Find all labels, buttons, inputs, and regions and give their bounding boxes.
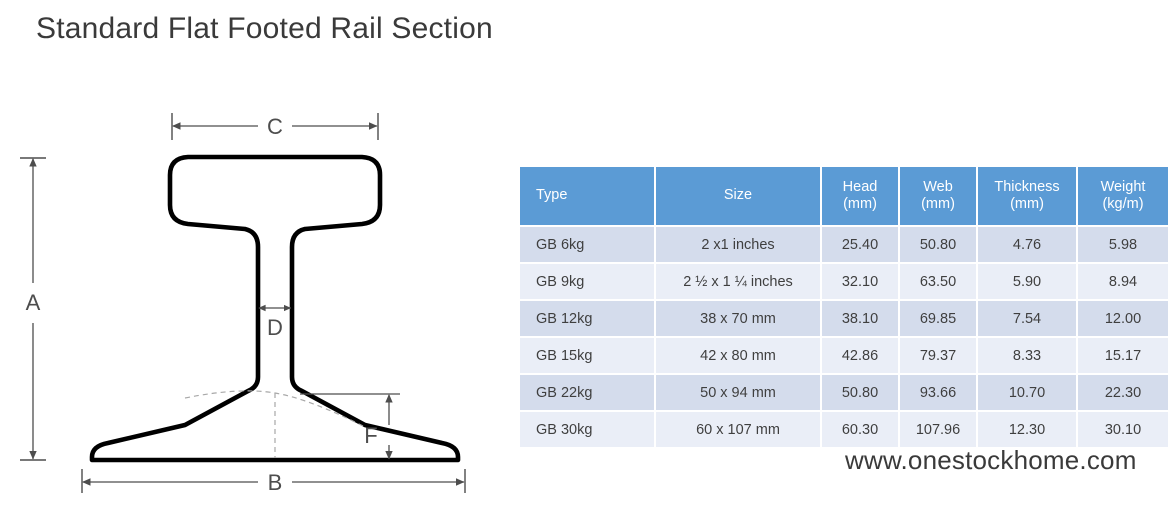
cell-web: 50.80 <box>900 227 976 262</box>
cell-weight: 22.30 <box>1078 375 1168 410</box>
column-header-weight-line2: (kg/m) <box>1102 196 1144 212</box>
cell-size: 50 x 94 mm <box>656 375 820 410</box>
cell-thickness: 7.54 <box>978 301 1076 336</box>
table-row: GB 15kg 42 x 80 mm 42.86 79.37 8.33 15.1… <box>520 338 1168 373</box>
cell-weight: 5.98 <box>1078 227 1168 262</box>
rail-cross-section-drawing: A B C D F <box>20 113 466 495</box>
column-header-thickness-line2: (mm) <box>1010 196 1044 212</box>
cell-type: GB 12kg <box>520 301 654 336</box>
column-header-web-line1: Web <box>923 178 953 195</box>
table-header-row: Type Size Head (mm) Web (mm) Thickness (… <box>520 167 1168 225</box>
rail-section-diagram: A B C D F <box>0 95 500 518</box>
cell-size: 60 x 107 mm <box>656 412 820 447</box>
dimension-a: A <box>20 157 46 461</box>
website-url: www.onestockhome.com <box>845 445 1137 475</box>
cell-web: 63.50 <box>900 264 976 299</box>
cell-type: GB 6kg <box>520 227 654 262</box>
cell-weight: 30.10 <box>1078 412 1168 447</box>
cell-type: GB 15kg <box>520 338 654 373</box>
cell-size: 42 x 80 mm <box>656 338 820 373</box>
cell-web: 107.96 <box>900 412 976 447</box>
table-row: GB 6kg 2 x1 inches 25.40 50.80 4.76 5.98 <box>520 227 1168 262</box>
dimension-d-label: D <box>267 315 283 340</box>
dimension-a-label: A <box>26 290 41 315</box>
cell-head: 25.40 <box>822 227 898 262</box>
cell-weight: 15.17 <box>1078 338 1168 373</box>
column-header-thickness-line1: Thickness <box>994 178 1060 195</box>
dimension-b: B <box>81 469 466 495</box>
column-header-web-line2: (mm) <box>921 196 955 212</box>
cell-type: GB 9kg <box>520 264 654 299</box>
table-row: GB 30kg 60 x 107 mm 60.30 107.96 12.30 3… <box>520 412 1168 447</box>
dimension-b-label: B <box>268 470 283 495</box>
dimension-c-label: C <box>267 114 283 139</box>
cell-web: 93.66 <box>900 375 976 410</box>
cell-web: 69.85 <box>900 301 976 336</box>
cell-head: 50.80 <box>822 375 898 410</box>
table-row: GB 12kg 38 x 70 mm 38.10 69.85 7.54 12.0… <box>520 301 1168 336</box>
cell-weight: 12.00 <box>1078 301 1168 336</box>
rail-specification-table: Type Size Head (mm) Web (mm) Thickness (… <box>518 165 1168 449</box>
cell-head: 38.10 <box>822 301 898 336</box>
column-header-weight-line1: Weight <box>1100 178 1146 195</box>
cell-type: GB 22kg <box>520 375 654 410</box>
cell-size: 2 x1 inches <box>656 227 820 262</box>
column-header-size: Size <box>656 167 820 225</box>
dimension-f: F <box>300 393 400 460</box>
cell-size: 2 ½ x 1 ¼ inches <box>656 264 820 299</box>
column-header-head: Head (mm) <box>822 167 898 225</box>
column-header-head-line1: Head <box>842 178 878 195</box>
dimension-f-label: F <box>364 423 377 448</box>
cell-thickness: 10.70 <box>978 375 1076 410</box>
dimension-d: D <box>258 304 292 340</box>
cell-head: 60.30 <box>822 412 898 447</box>
column-header-head-line2: (mm) <box>843 196 877 212</box>
column-header-web: Web (mm) <box>900 167 976 225</box>
cell-size: 38 x 70 mm <box>656 301 820 336</box>
cell-thickness: 4.76 <box>978 227 1076 262</box>
spec-table: Type Size Head (mm) Web (mm) Thickness (… <box>518 165 1170 449</box>
table-row: GB 9kg 2 ½ x 1 ¼ inches 32.10 63.50 5.90… <box>520 264 1168 299</box>
cell-head: 32.10 <box>822 264 898 299</box>
table-row: GB 22kg 50 x 94 mm 50.80 93.66 10.70 22.… <box>520 375 1168 410</box>
cell-head: 42.86 <box>822 338 898 373</box>
cell-type: GB 30kg <box>520 412 654 447</box>
construction-lines <box>184 390 366 458</box>
dimension-c: C <box>171 113 379 140</box>
cell-thickness: 12.30 <box>978 412 1076 447</box>
cell-web: 79.37 <box>900 338 976 373</box>
column-header-weight: Weight (kg/m) <box>1078 167 1168 225</box>
cell-weight: 8.94 <box>1078 264 1168 299</box>
column-header-thickness: Thickness (mm) <box>978 167 1076 225</box>
page-title: Standard Flat Footed Rail Section <box>36 12 493 45</box>
cell-thickness: 5.90 <box>978 264 1076 299</box>
column-header-type: Type <box>520 167 654 225</box>
cell-thickness: 8.33 <box>978 338 1076 373</box>
